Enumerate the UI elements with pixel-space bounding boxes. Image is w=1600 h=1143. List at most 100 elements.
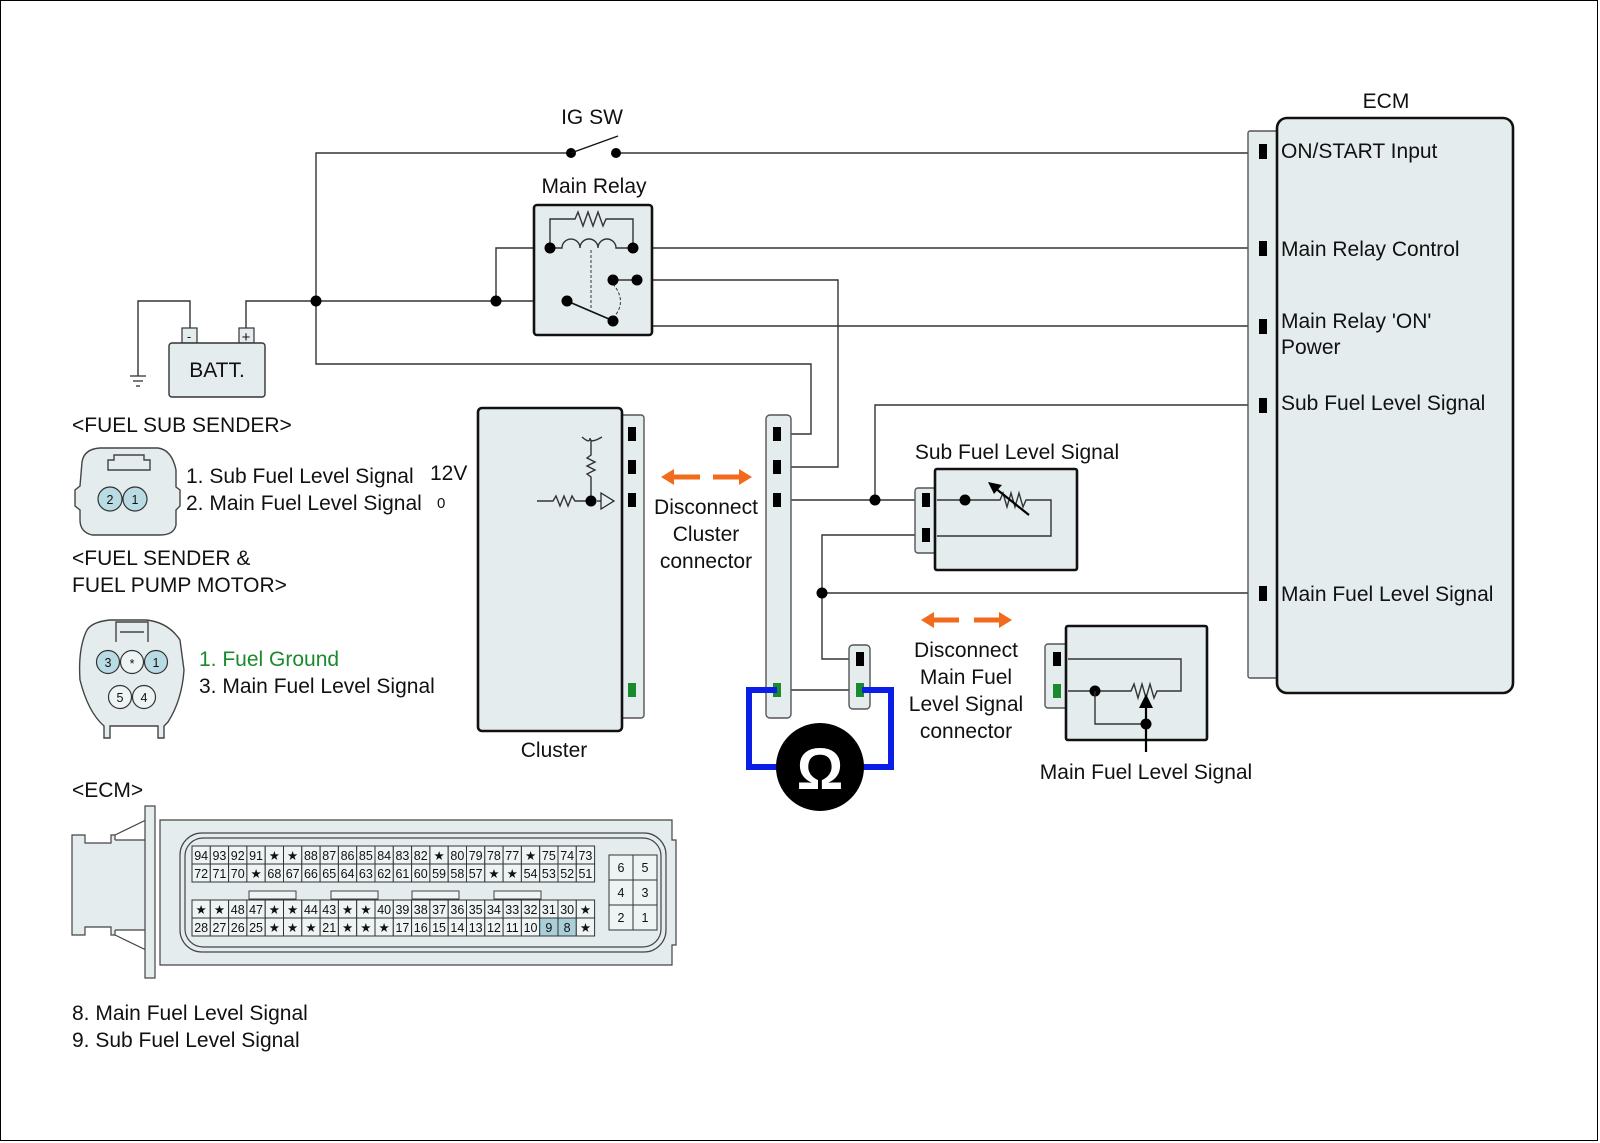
arrow-right-head-icon <box>999 612 1012 628</box>
main-sender-label: Main Fuel Level Signal <box>1040 761 1252 784</box>
ecm-pin-number: ★ <box>269 921 280 935</box>
main-fuel-sender: Disconnect Main Fuel Level Signal connec… <box>909 612 1252 784</box>
legend-line: 1. Sub Fuel Level Signal <box>186 465 414 488</box>
ecm-pin-number: 36 <box>450 903 464 917</box>
sub-sender-pin <box>922 528 930 542</box>
ecm-pin-label: Main Relay Control <box>1281 238 1460 261</box>
disconnect-main-text: Main Fuel <box>920 666 1012 689</box>
ecm-pin-number: 39 <box>395 903 409 917</box>
ecm-legend-line: 9. Sub Fuel Level Signal <box>72 1029 300 1052</box>
harness-main-fuel-connector <box>848 644 871 710</box>
relay-terminal-dot <box>607 315 619 327</box>
ecm-pin-number: 8 <box>564 921 571 935</box>
connector-latch <box>115 621 149 642</box>
ecm-pin-label: Main Relay 'ON' <box>1281 310 1431 333</box>
ecm-pin-number: 35 <box>469 903 483 917</box>
wire-relay-out-cluster <box>613 279 839 468</box>
ecm-pin-number: 94 <box>194 849 208 863</box>
ecm-pin-number: 16 <box>414 921 428 935</box>
ecm-pin-number: 52 <box>560 867 574 881</box>
disconnect-cluster-text: Disconnect <box>654 496 758 519</box>
ecm-pin <box>1259 586 1267 601</box>
ecm-pin-number: 82 <box>414 849 428 863</box>
ecm-pin-number: 12 <box>487 921 501 935</box>
ecm-pin-number: ★ <box>488 867 499 881</box>
ecm-pin-number: 10 <box>524 921 538 935</box>
sub-sender-label: Sub Fuel Level Signal <box>915 441 1119 464</box>
cluster-ground-pin <box>628 683 636 697</box>
battery: - + BATT. <box>130 327 266 398</box>
ecm-pin-number: ★ <box>580 921 591 935</box>
ecm-aux-pin-cell <box>632 904 658 931</box>
ohmmeter-body <box>776 723 864 811</box>
harness-connector-strip <box>765 414 792 719</box>
harness-pin <box>773 427 781 441</box>
ecm-box <box>1275 116 1515 695</box>
sub-sender-pin <box>922 493 930 507</box>
pin-pad <box>122 486 148 512</box>
probe-lead-left <box>746 687 790 770</box>
ecm-pin-label: Main Fuel Level Signal <box>1281 583 1493 606</box>
ecm-pin-number: 30 <box>560 903 574 917</box>
ecm-pin-number: 87 <box>322 849 336 863</box>
ecm-pin-number: 15 <box>432 921 446 935</box>
wire-relay-coil-feed <box>495 247 550 301</box>
pin-pad <box>107 684 133 710</box>
ecm-pin-number: 84 <box>377 849 391 863</box>
ohm-icon: Ω <box>797 737 844 802</box>
ecm-aux-pin-cell <box>608 854 634 881</box>
wire-batt-pos <box>245 300 316 328</box>
ecm-pin-cell <box>575 917 596 937</box>
ecm-pin-number: 66 <box>304 867 318 881</box>
pin-number: * <box>130 657 135 671</box>
pin-number: 2 <box>107 493 114 507</box>
ecm-pin-number: 27 <box>212 921 226 935</box>
ecm-pin-number: 37 <box>432 903 446 917</box>
disconnect-cluster-text: connector <box>660 550 752 573</box>
ecm-pin-number: 74 <box>560 849 574 863</box>
ecm-pin-number: 54 <box>524 867 538 881</box>
relay-terminal-dot <box>607 274 619 286</box>
ecm-aux-pin-cell <box>608 879 634 906</box>
arrow-left-head-icon <box>921 612 934 628</box>
ecm-pin-number: ★ <box>433 849 444 863</box>
ecm-pin-number: ★ <box>360 921 371 935</box>
ecm-pin-number: 17 <box>395 921 409 935</box>
relay-terminal-dot <box>544 242 556 254</box>
ecm-pin-number: 51 <box>578 867 592 881</box>
connector-latch <box>107 454 151 471</box>
pin-pad <box>119 649 145 675</box>
ecm-pin-number: 14 <box>450 921 464 935</box>
pin-number: 5 <box>117 691 124 705</box>
ecm-pin-cell <box>575 863 596 883</box>
ecm-pin-number: 33 <box>505 903 519 917</box>
variable-resistor-icon <box>937 482 1052 537</box>
ecm-pin-label-2: Power <box>1281 336 1341 359</box>
cluster-pin <box>628 493 636 507</box>
ecm-pin-number: 62 <box>377 867 391 881</box>
ecm-pin-number: 78 <box>487 849 501 863</box>
ecm-legend-line: 8. Main Fuel Level Signal <box>72 1002 308 1025</box>
fuel-sub-sender-connector-view: <FUEL SUB SENDER> 2 1 1. Sub Fuel Level … <box>72 414 467 536</box>
ecm-pin-number: 71 <box>212 867 226 881</box>
wire-sub-sender-return <box>821 534 928 660</box>
ecm-pin-number: 60 <box>414 867 428 881</box>
relay-terminal-dot <box>561 295 573 307</box>
ecm-pin-number: 70 <box>231 867 245 881</box>
ecm-aux-pin-number: 6 <box>618 861 625 875</box>
ecm-pin-label: ON/START Input <box>1281 140 1438 163</box>
ecm-pin-number: 11 <box>506 921 519 935</box>
wire-relay-on-power <box>636 280 1262 327</box>
harness-pin <box>856 652 864 666</box>
ecm-aux-pin-number: 3 <box>642 886 649 900</box>
ecm-pin-number: ★ <box>269 903 280 917</box>
ecm-pin-number: 88 <box>304 849 318 863</box>
harness-pin <box>773 493 781 507</box>
fuel-sender-pump-connector-view: <FUEL SENDER & FUEL PUMP MOTOR> 3 * 1 5 … <box>72 547 435 739</box>
connector-housing <box>78 619 185 739</box>
ecm-pin-number: ★ <box>287 903 298 917</box>
ecm-pin <box>1259 319 1267 334</box>
